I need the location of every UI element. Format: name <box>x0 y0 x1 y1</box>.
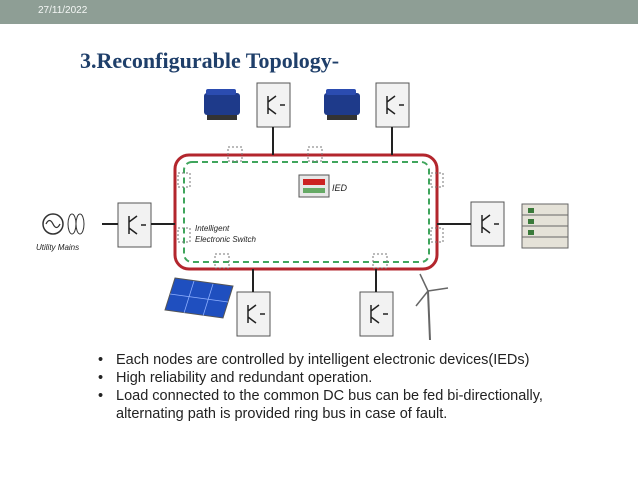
converter-right-icon <box>470 201 505 247</box>
converter-left-icon <box>117 202 152 248</box>
switch-label-line2: Electronic Switch <box>195 235 256 244</box>
slide-date: 27/11/2022 <box>38 5 88 16</box>
connection-lines <box>102 127 471 292</box>
ied-device-icon <box>298 174 330 198</box>
utility-mains-icon <box>42 213 85 235</box>
reconfigurable-topology-diagram: IED Intelligent Electronic Switch Utilit… <box>36 82 569 341</box>
slide-title: 3.Reconfigurable Topology- <box>80 48 340 73</box>
converter-bottom-right-icon <box>359 291 394 337</box>
bullet-list: Each nodes are controlled by intelligent… <box>98 352 568 424</box>
bullet-item: High reliability and redundant operation… <box>98 370 568 387</box>
bullet-item: Each nodes are controlled by intelligent… <box>98 352 568 369</box>
battery-left-icon <box>204 89 240 120</box>
header-bar: 27/11/2022 <box>0 0 638 24</box>
dashed-bus <box>183 161 430 263</box>
converter-top-right-icon <box>375 82 410 128</box>
electronic-switches <box>177 146 444 269</box>
utility-mains-label: Utility Mains <box>36 243 79 252</box>
ring-bus <box>173 153 439 271</box>
solar-panel-icon <box>164 277 234 319</box>
ied-label: IED <box>332 183 348 193</box>
switch-label-line1: Intelligent <box>195 224 230 233</box>
converter-top-left-icon <box>256 82 291 128</box>
wind-turbine-icon <box>415 273 449 341</box>
converter-bottom-left-icon <box>236 291 271 337</box>
battery-right-icon <box>324 89 360 120</box>
bullet-item: Load connected to the common DC bus can … <box>98 388 568 422</box>
load-rack-icon <box>521 203 569 249</box>
